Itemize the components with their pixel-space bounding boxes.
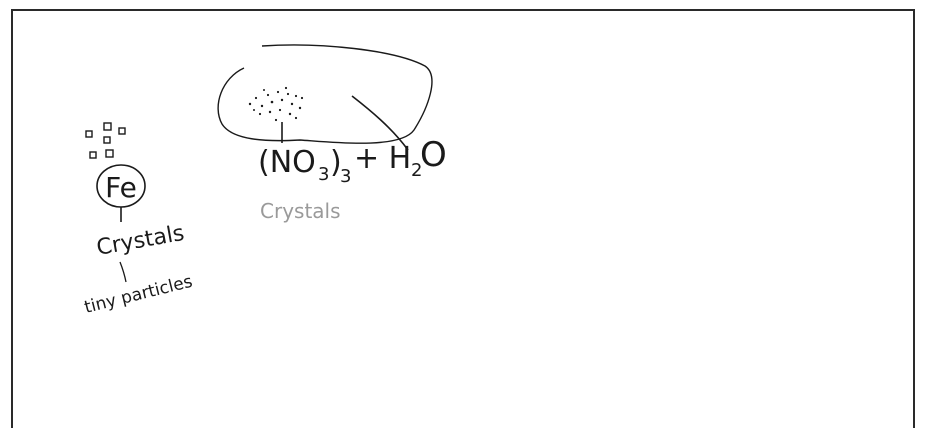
solution-outline	[217, 44, 433, 144]
solution-dots	[248, 86, 304, 122]
water-subscript: 2	[411, 160, 422, 181]
particle-squares	[85, 122, 126, 159]
crystals-right-label: Crystals	[260, 199, 341, 223]
fe-label: Fe	[105, 171, 137, 204]
particle-square	[89, 151, 97, 159]
water-pointer-line	[351, 95, 409, 151]
particle-square	[103, 122, 112, 131]
formula-expression: (NO 3 ) 3 + H 2 O	[258, 135, 447, 187]
nitrate-multiplier: 3	[340, 166, 351, 187]
particle-square	[105, 149, 114, 158]
nitrate-close-paren: )	[330, 145, 342, 180]
nitrate-group: (NO	[258, 145, 316, 180]
particle-square	[85, 130, 93, 138]
nitrate-subscript: 3	[318, 164, 329, 185]
crystals-left-label: Crystals	[95, 221, 187, 261]
water-oxygen: O	[420, 135, 447, 175]
particle-square	[118, 127, 126, 135]
answer-box-frame	[11, 9, 915, 428]
particle-square	[103, 136, 111, 144]
crystals-to-particles-line	[119, 261, 127, 283]
plus-water: + H	[354, 141, 411, 176]
tiny-particles-label: tiny particles	[82, 272, 194, 318]
